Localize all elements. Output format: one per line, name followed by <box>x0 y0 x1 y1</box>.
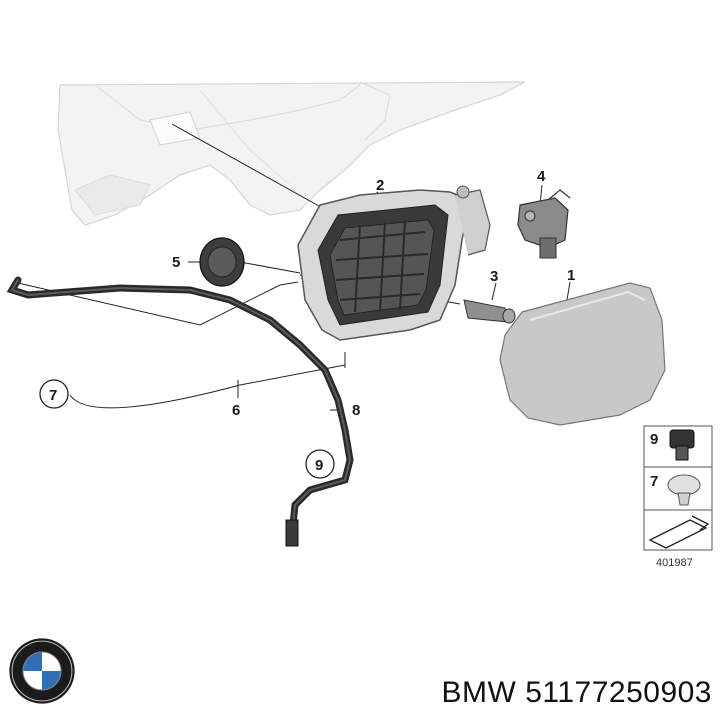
drain-hose <box>6 276 354 547</box>
arrow-icon <box>648 515 710 549</box>
callout-5: 5 <box>172 254 180 271</box>
callout-labels: 1 2 3 4 5 6 8 7 9 <box>39 168 575 479</box>
clip-icon <box>669 429 695 461</box>
grommet <box>199 237 245 287</box>
legend-label-9: 9 <box>650 431 658 448</box>
callout-2: 2 <box>376 177 384 194</box>
part-number: 51177250903 <box>525 676 712 709</box>
circled-callout-9: 9 <box>305 449 335 479</box>
rivet-icon <box>667 474 701 506</box>
callout-1: 1 <box>567 267 575 284</box>
diagram-reference-number: 401987 <box>656 557 693 569</box>
push-rod <box>463 299 516 324</box>
part-caption: BMW 51177250903 <box>442 676 712 710</box>
callout-3: 3 <box>490 268 498 285</box>
callout-9: 9 <box>315 457 323 474</box>
car-body-panel <box>57 81 526 226</box>
callout-8: 8 <box>352 402 360 419</box>
legend-label-7: 7 <box>650 473 658 490</box>
fuel-filler-flap <box>499 282 666 426</box>
callout-7: 7 <box>49 387 57 404</box>
circled-callout-7: 7 <box>39 379 69 409</box>
callout-6: 6 <box>232 402 240 419</box>
brand-name: BMW <box>441 676 517 709</box>
fuel-filler-housing <box>297 185 491 341</box>
bmw-logo-icon <box>9 638 75 704</box>
actuator-motor <box>517 189 571 259</box>
callout-4: 4 <box>537 168 546 185</box>
legend-panel: 9 7 401987 <box>643 425 713 569</box>
